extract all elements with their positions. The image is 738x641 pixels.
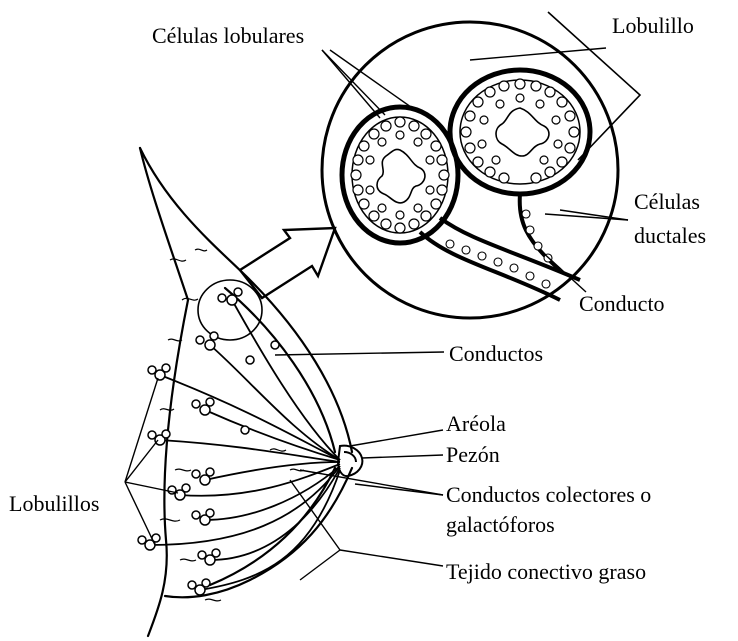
label-lobulillos: Lobulillos bbox=[9, 491, 99, 516]
label-conductos: Conductos bbox=[449, 341, 543, 366]
lobule-highlight bbox=[198, 280, 262, 340]
magnified-duct bbox=[420, 194, 580, 300]
label-celulas-ductales-line1: Células bbox=[634, 189, 700, 214]
magnified-lobule-right bbox=[450, 70, 590, 194]
breast-outline bbox=[140, 148, 352, 636]
label-areola: Aréola bbox=[446, 411, 506, 436]
milk-ducts bbox=[150, 300, 340, 590]
labels: Células lobulares Lobulillo Células duct… bbox=[9, 13, 706, 584]
lobule-clusters bbox=[138, 288, 279, 595]
label-conductos-colectores-line2: galactóforos bbox=[446, 512, 555, 537]
magnified-lobule-left bbox=[342, 107, 458, 243]
label-celulas-lobulares: Células lobulares bbox=[152, 23, 304, 48]
label-pezon: Pezón bbox=[446, 442, 500, 467]
label-tejido-conectivo-graso: Tejido conectivo graso bbox=[446, 559, 646, 584]
label-celulas-ductales-line2: ductales bbox=[634, 223, 706, 248]
label-conductos-colectores-line1: Conductos colectores o bbox=[446, 482, 651, 507]
label-lobulillo: Lobulillo bbox=[612, 13, 694, 38]
label-conducto: Conducto bbox=[579, 291, 665, 316]
magnify-arrow bbox=[240, 228, 335, 298]
